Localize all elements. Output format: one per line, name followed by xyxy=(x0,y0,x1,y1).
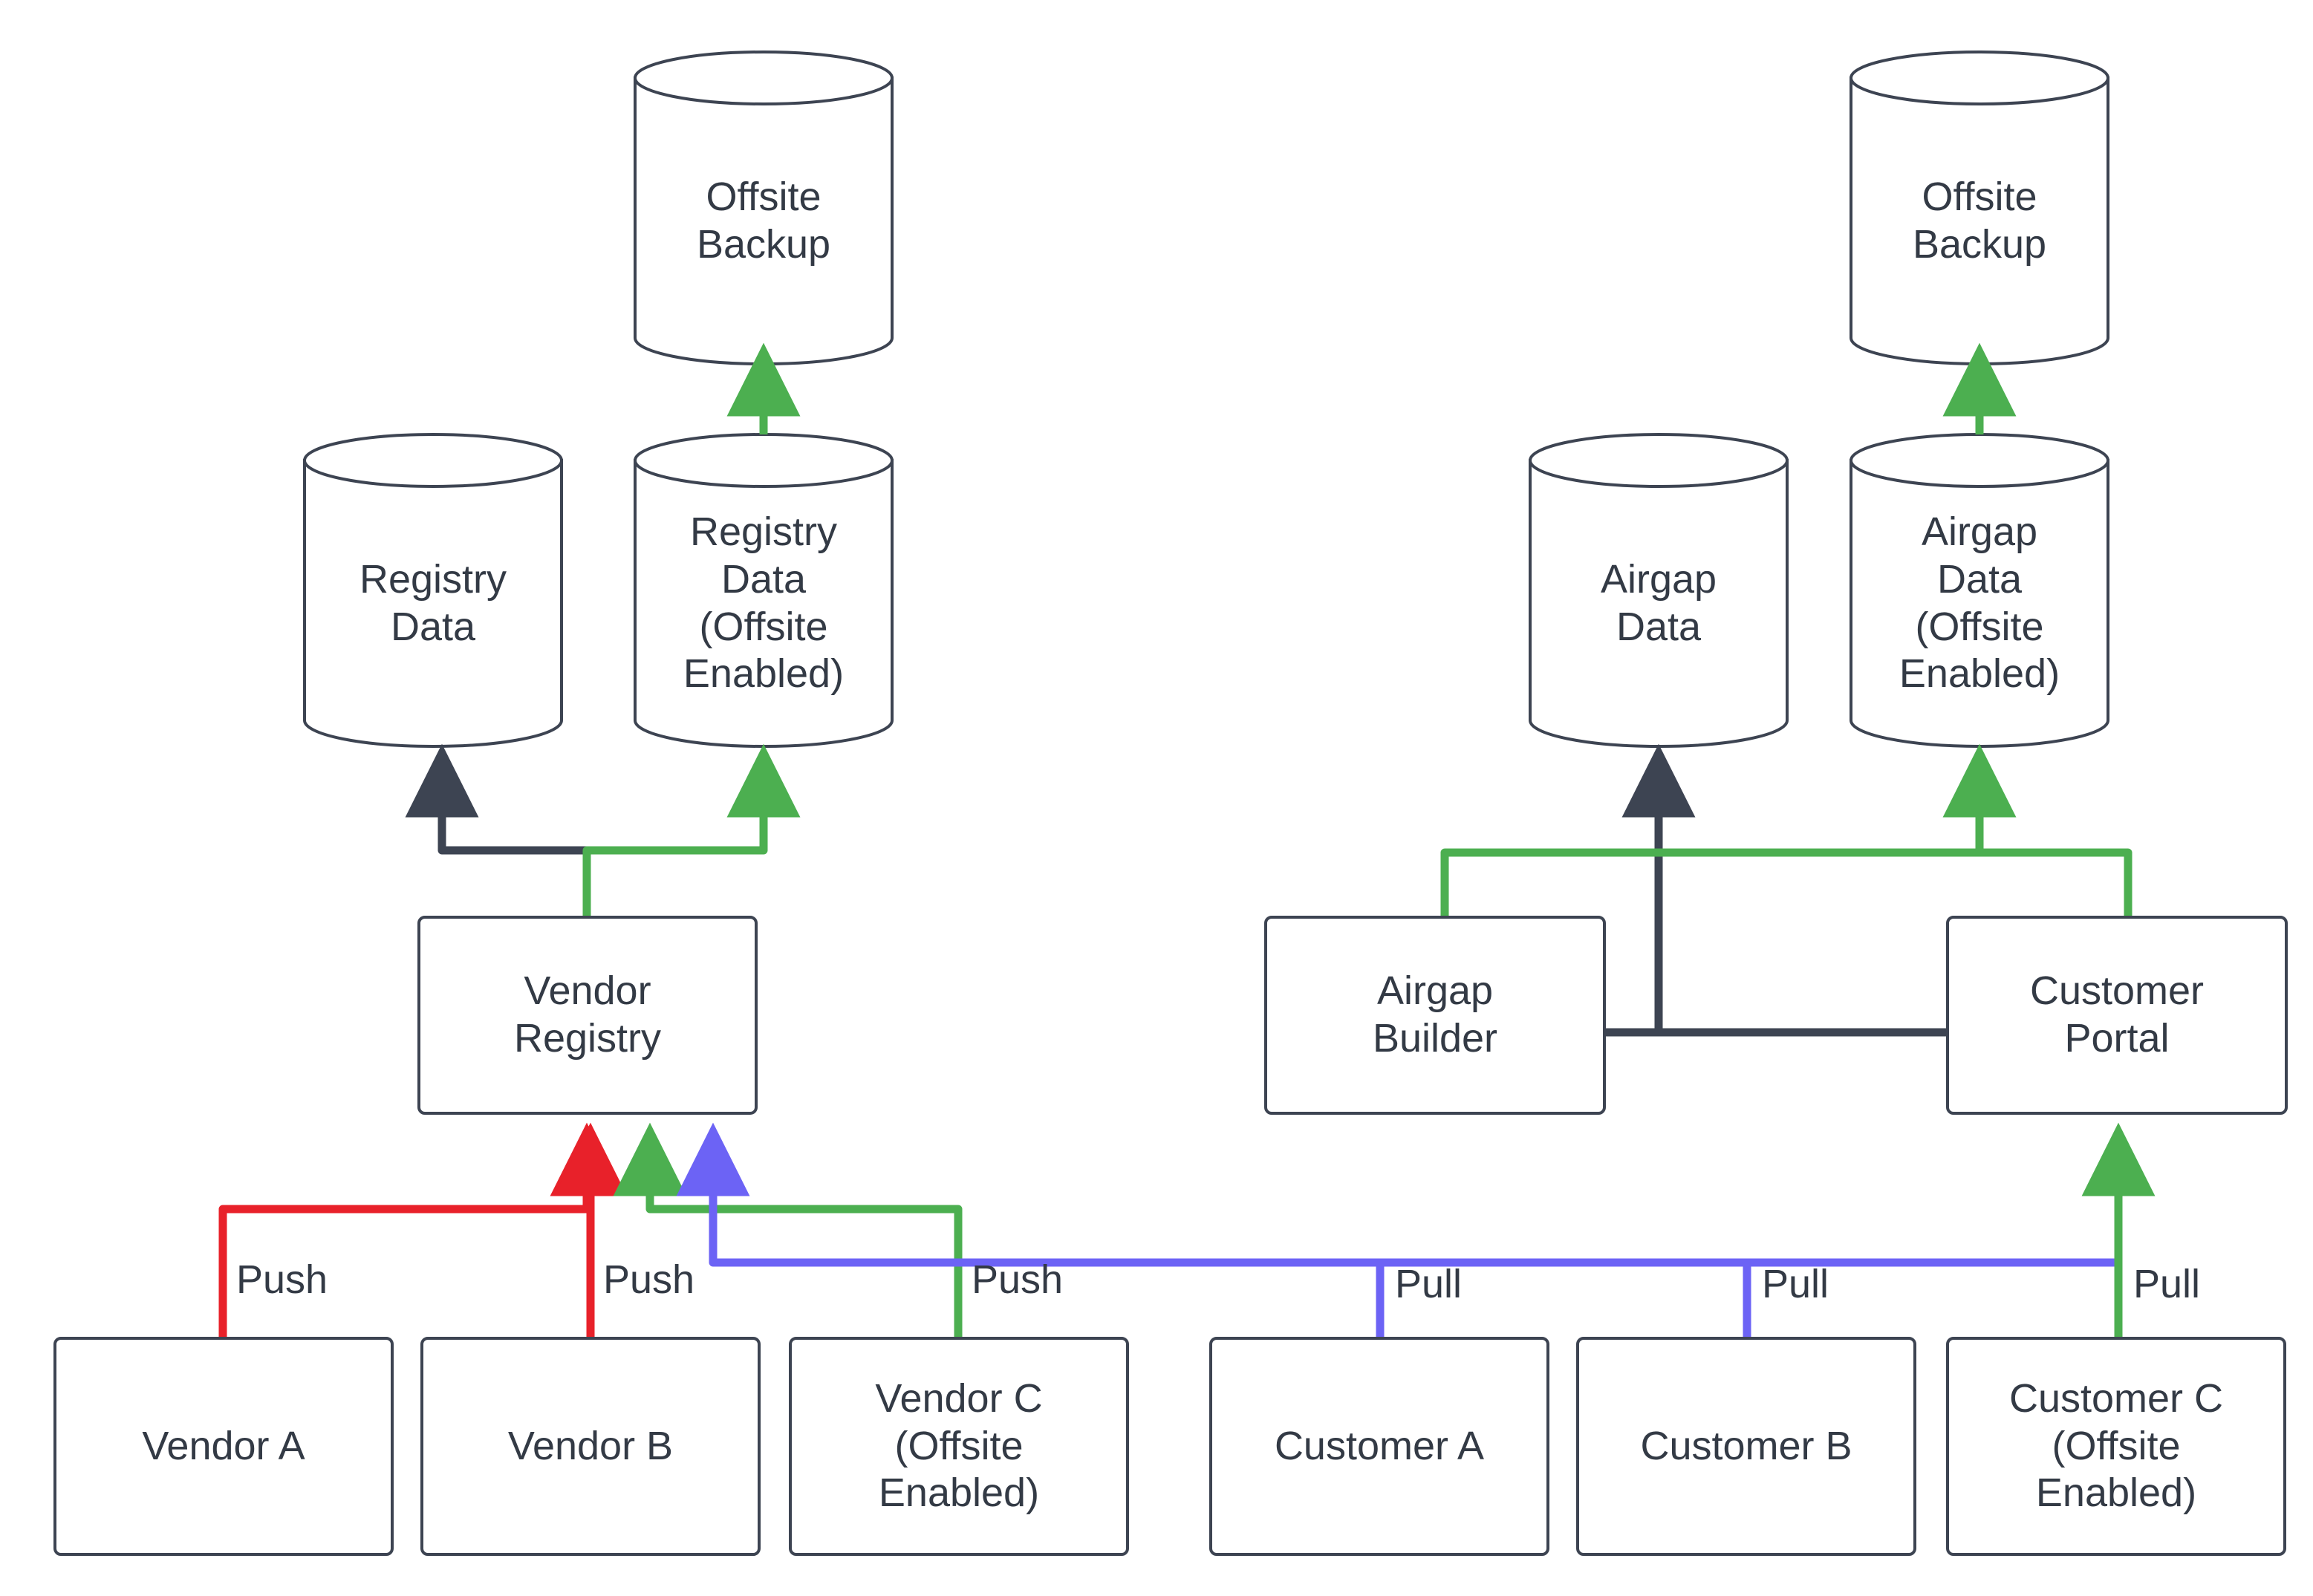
edge-label-push-vendor-b: Push xyxy=(603,1257,695,1302)
edge-customerportal-to-airgapdata xyxy=(1621,743,1946,1037)
edge-customerb-to-vendorregistry xyxy=(713,1258,1751,1337)
edge-vendorregistry-to-registrydataoffsite xyxy=(582,743,801,916)
cylinder-airgap-data-shape xyxy=(1529,433,1789,748)
edge-customerportal-to-airgapdataoffsite xyxy=(1979,848,2133,916)
edge-label-push-vendor-c: Push xyxy=(972,1257,1064,1302)
node-customer-a[interactable]: Customer A xyxy=(1209,1337,1549,1556)
cylinder-registry-data-offsite-shape xyxy=(634,433,894,748)
node-vendor-b[interactable]: Vendor B xyxy=(420,1337,761,1556)
node-vendor-a[interactable]: Vendor A xyxy=(53,1337,394,1556)
edge-label-pull-customer-c: Pull xyxy=(2133,1262,2201,1306)
cylinder-airgap-data-offsite-shape xyxy=(1850,433,2109,748)
cylinder-registry-data-shape xyxy=(303,433,563,748)
edge-airgapbuilder-to-airgapdataoffsite xyxy=(1440,743,2017,916)
edge-vendorregistry-to-registrydata xyxy=(405,743,587,855)
edge-customera-to-vendorregistry xyxy=(676,1122,1385,1337)
edge-vendora-to-vendorregistry xyxy=(218,1122,624,1337)
node-customer-b[interactable]: Customer B xyxy=(1576,1337,1916,1556)
cylinder-offsite-backup-right-shape xyxy=(1850,51,2109,365)
edge-label-push-vendor-a: Push xyxy=(236,1257,328,1302)
edge-label-pull-customer-b: Pull xyxy=(1762,1262,1829,1306)
edge-vendorc-to-vendorregistry xyxy=(613,1122,963,1337)
cylinder-offsite-backup-left-shape xyxy=(634,51,894,365)
edge-label-pull-customer-a: Pull xyxy=(1395,1262,1463,1306)
